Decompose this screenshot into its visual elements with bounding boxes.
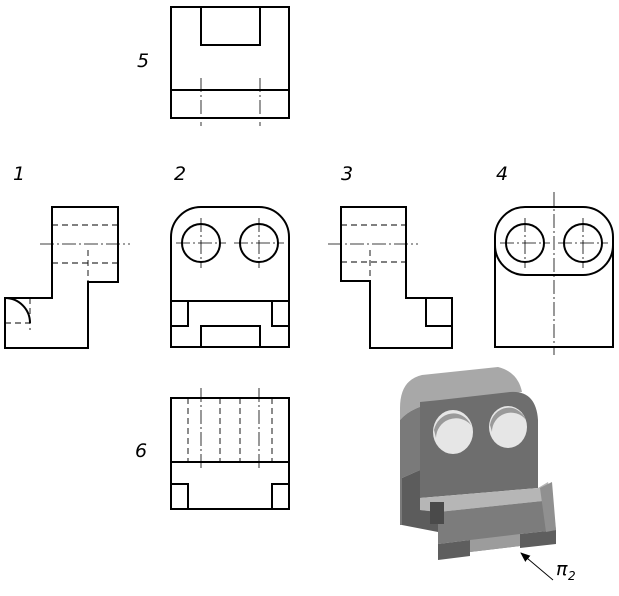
view-1 bbox=[4, 206, 130, 349]
view-6 bbox=[170, 388, 290, 510]
view-4 bbox=[494, 192, 614, 355]
label-view-2: 2 bbox=[174, 163, 186, 185]
label-view-1: 1 bbox=[13, 163, 25, 185]
label-view-3: 3 bbox=[341, 163, 353, 185]
view-direction-arrow bbox=[520, 552, 554, 581]
label-view-6: 6 bbox=[135, 440, 147, 462]
label-direction: π bbox=[556, 558, 568, 580]
isometric-solid bbox=[400, 367, 556, 560]
view-5 bbox=[170, 6, 290, 126]
label-view-4: 4 bbox=[496, 163, 508, 185]
label-direction-sub: 2 bbox=[568, 569, 576, 583]
label-view-5: 5 bbox=[137, 50, 149, 72]
view-3 bbox=[328, 206, 453, 349]
view-2 bbox=[170, 206, 290, 348]
